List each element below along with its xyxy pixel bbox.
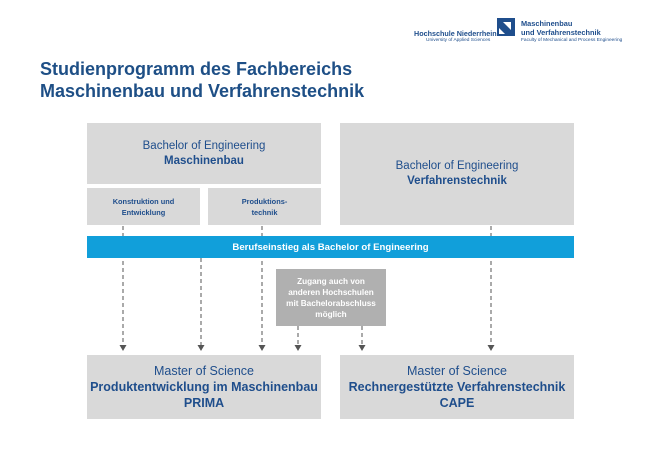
arrowhead-3 [258, 345, 266, 351]
arrowhead-5 [358, 345, 366, 351]
master-prima-acronym: PRIMA [183, 396, 225, 410]
title-line1: Studienprogramm des Fachbereichs [40, 59, 353, 79]
arrowhead-2 [197, 345, 205, 351]
faculty-subtitle: Faculty of Mechanical and Process Engine… [521, 38, 623, 43]
arrowhead-4 [294, 345, 302, 351]
faculty-logo-icon [497, 18, 515, 36]
career-entry-banner: Berufseinstieg als Bachelor of Engineeri… [87, 236, 574, 258]
master-cape-degree: Master of Science [406, 364, 508, 378]
note-line1: Zugang auch von [297, 276, 365, 286]
school-name: Hochschule Niederrhein [414, 29, 497, 38]
access-note-box: Zugang auch von anderen Hochschulen mit … [276, 269, 386, 326]
note-line2: anderen Hochschulen [288, 287, 374, 297]
track-produktion-line2: technik [251, 207, 278, 217]
track-produktion-line1: Produktions- [241, 196, 288, 206]
title-line2: Maschinenbau und Verfahrenstechnik [40, 81, 365, 101]
master-prima-program: Produktentwicklung im Maschinenbau [90, 380, 318, 394]
master-cape-box: Master of Science Rechnergestützte Verfa… [340, 355, 574, 419]
arrowhead-6 [487, 345, 495, 351]
school-subtitle: University of Applied Sciences [426, 38, 491, 43]
track-produktion-box: Produktions- technik [208, 188, 321, 225]
bachelor-vt-program: Verfahrenstechnik [407, 175, 507, 187]
faculty-name-line2: und Verfahrenstechnik [521, 28, 601, 37]
bachelor-verfahrenstechnik-box: Bachelor of Engineering Verfahrenstechni… [340, 123, 574, 225]
page-title: Studienprogramm des Fachbereichs Maschin… [40, 58, 364, 102]
track-konstruktion-line2: Entwicklung [121, 207, 166, 217]
track-konstruktion-box: Konstruktion und Entwicklung [87, 188, 200, 225]
bachelor-vt-degree: Bachelor of Engineering [395, 160, 519, 172]
bachelor-maschinenbau-box: Bachelor of Engineering Maschinenbau [87, 123, 321, 184]
master-prima-box: Master of Science Produktentwicklung im … [87, 355, 321, 419]
master-cape-program: Rechnergestützte Verfahrenstechnik [348, 380, 566, 394]
bachelor-mb-degree: Bachelor of Engineering [142, 139, 266, 152]
note-line4: möglich [315, 309, 347, 319]
note-line3: mit Bachelorabschluss [286, 298, 376, 308]
bachelor-mb-program: Maschinenbau [164, 154, 244, 167]
faculty-name-line1: Maschinenbau [521, 19, 573, 28]
master-prima-degree: Master of Science [153, 364, 255, 378]
track-konstruktion-line1: Konstruktion und [112, 196, 175, 206]
arrowhead-1 [119, 345, 127, 351]
master-cape-acronym: CAPE [439, 396, 475, 410]
